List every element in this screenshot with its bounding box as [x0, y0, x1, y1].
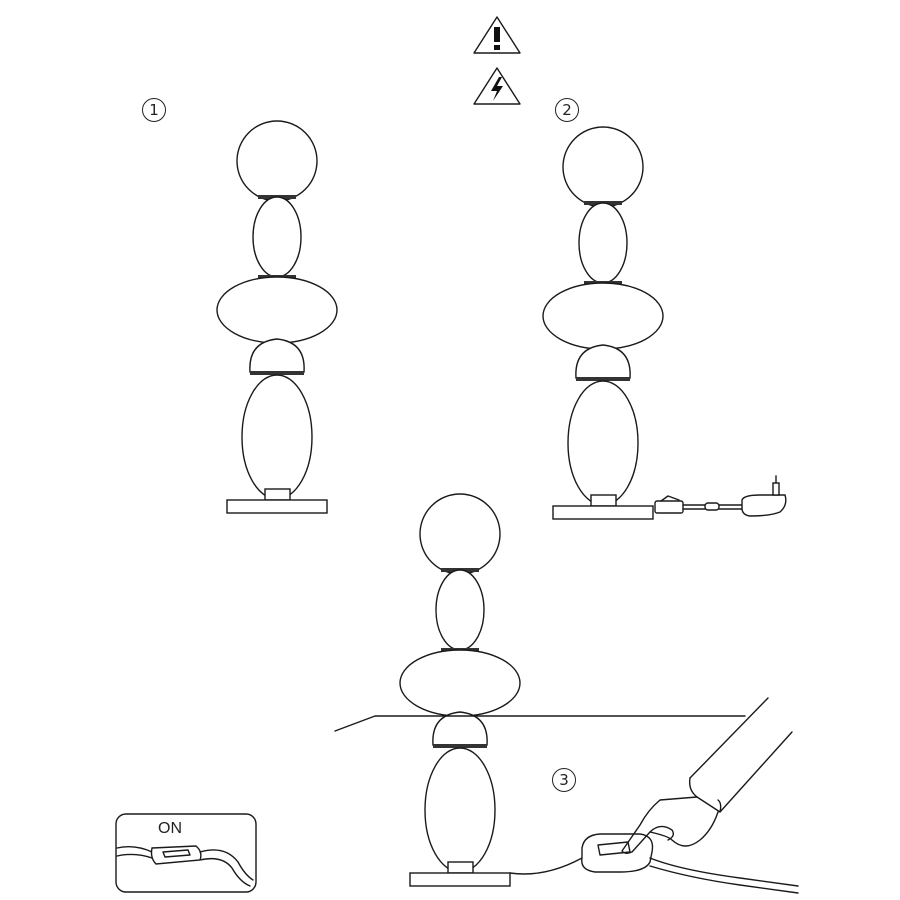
on-label: ON: [158, 820, 182, 837]
lamp-step-3: [334, 493, 799, 894]
table-edge: [334, 715, 746, 732]
switch-on-inset: [115, 813, 257, 893]
switch-icon: [581, 833, 799, 894]
electric-shock-warning-icon: [473, 67, 521, 105]
warning-exclamation-icon: [473, 16, 521, 54]
power-adapter-icon: [654, 475, 787, 517]
power-cord: [509, 857, 583, 875]
step-1-label: 1: [142, 98, 166, 122]
hand-icon: [621, 697, 793, 854]
step-2-label: 2: [555, 98, 579, 122]
lamp-step-2: [542, 126, 787, 520]
lamp-step-1: [216, 120, 338, 514]
step-3-label: 3: [552, 768, 576, 792]
